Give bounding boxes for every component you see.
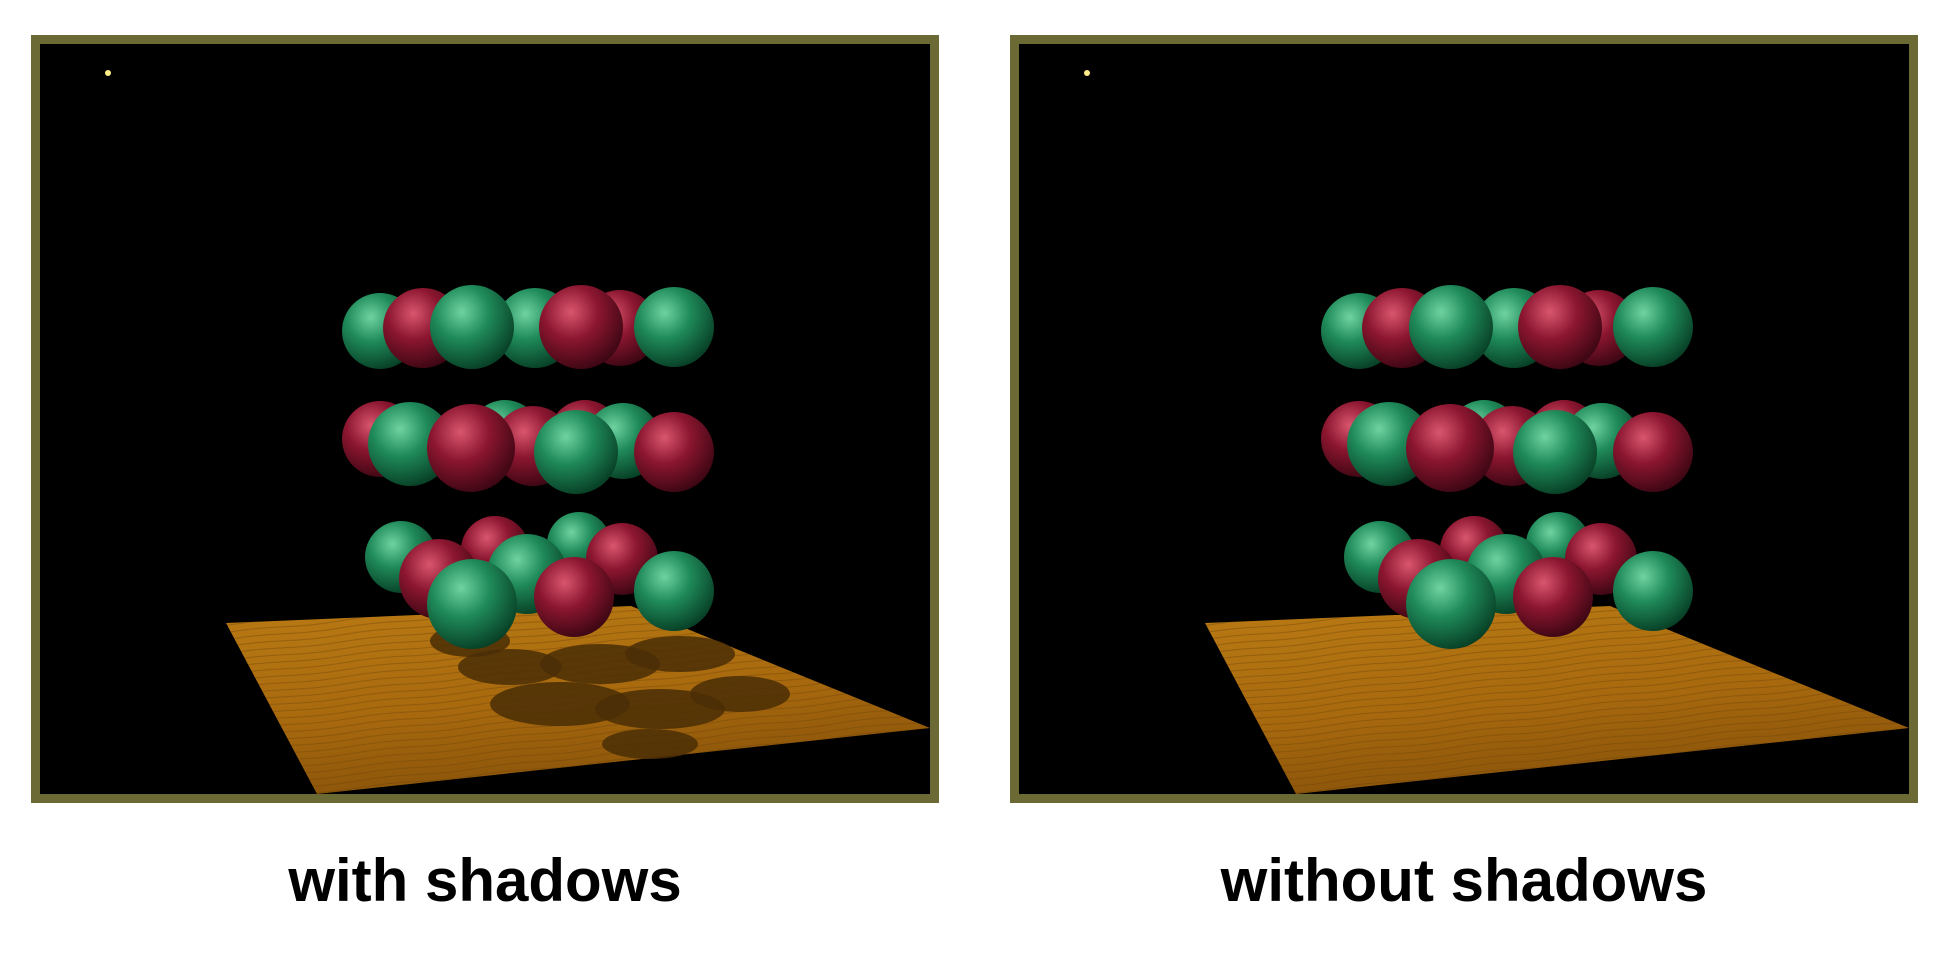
- red-sphere: [1513, 557, 1593, 637]
- sphere-shadow: [690, 676, 790, 712]
- floor-shadows: [430, 625, 790, 759]
- red-sphere: [534, 557, 614, 637]
- light-source-dot: [105, 70, 111, 76]
- light-source-dot: [1084, 70, 1090, 76]
- caption-with-shadows: with shadows: [288, 847, 682, 914]
- red-sphere: [1406, 404, 1494, 492]
- red-sphere: [1518, 285, 1602, 369]
- render-panel-with-shadows: [31, 35, 939, 803]
- sphere-shadow: [602, 729, 698, 759]
- render-panel-without-shadows: [1010, 35, 1918, 803]
- red-sphere: [427, 404, 515, 492]
- green-sphere: [1409, 285, 1493, 369]
- green-sphere: [1513, 410, 1597, 494]
- red-sphere: [1613, 412, 1693, 492]
- green-sphere: [427, 559, 517, 649]
- sphere-shadow: [625, 636, 735, 672]
- green-sphere: [430, 285, 514, 369]
- green-sphere: [1613, 287, 1693, 367]
- sphere-stack: [342, 285, 714, 649]
- green-sphere: [1613, 551, 1693, 631]
- green-sphere: [534, 410, 618, 494]
- sphere-shadow: [458, 649, 562, 685]
- scene-without-shadows: [1084, 70, 1909, 794]
- scene-with-shadows: [105, 70, 930, 794]
- green-sphere: [634, 287, 714, 367]
- red-sphere: [539, 285, 623, 369]
- sphere-shadow: [490, 682, 630, 726]
- green-sphere: [1406, 559, 1496, 649]
- red-sphere: [634, 412, 714, 492]
- green-sphere: [634, 551, 714, 631]
- caption-without-shadows: without shadows: [1220, 847, 1708, 914]
- sphere-stack: [1321, 285, 1693, 649]
